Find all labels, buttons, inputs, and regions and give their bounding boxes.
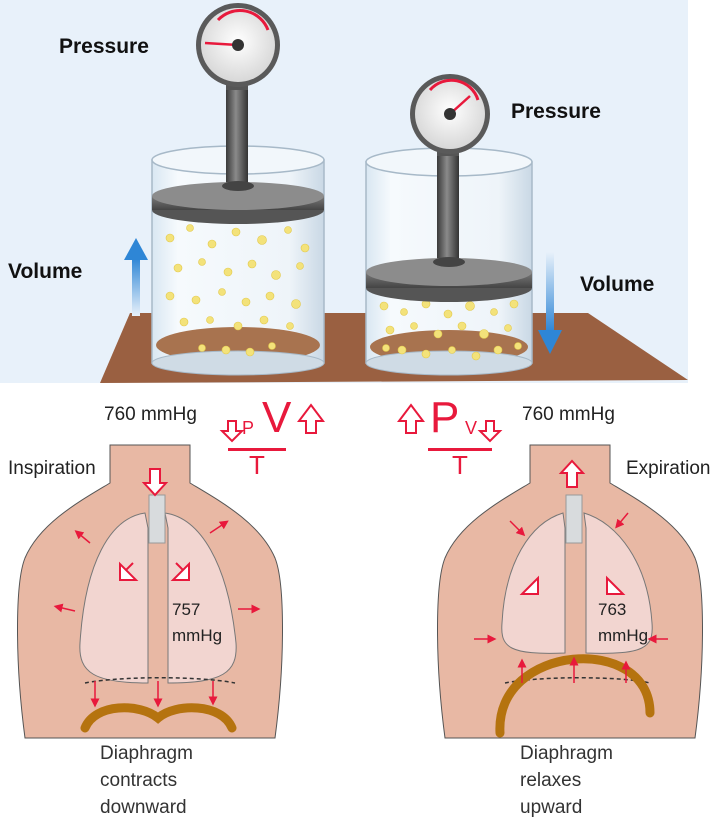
left-gas-particles (165, 224, 310, 357)
expiration-trachea (565, 494, 583, 544)
formula-insp-fraction-line (228, 448, 286, 451)
piston-diagram (100, 3, 688, 383)
expiration-left-bronchus-arrow-icon (519, 575, 539, 595)
inspiration-right-lung (164, 512, 237, 684)
formula-insp-v-up-arrow-icon (297, 403, 325, 434)
caption-line: Diaphragm (100, 743, 193, 764)
inspiration-lung-pressure-value: 757 (172, 600, 201, 619)
left-piston (152, 85, 324, 224)
formula-exp-p-up-arrow-icon (397, 403, 425, 434)
right-volume-label: Volume (580, 273, 655, 296)
caption-line: downward (100, 797, 187, 818)
expiration-diaphragm-caption: Diaphragm relaxes upward (520, 740, 613, 821)
caption-line: relaxes (520, 770, 582, 791)
expiration-lung-pressure-value: 763 (598, 600, 627, 619)
inspiration-atmospheric-pressure: 760 mmHg (104, 404, 197, 425)
expiration-title: Expiration (626, 458, 711, 479)
formula-insp-big-v: V (262, 393, 292, 442)
inspiration-diaphragm-caption: Diaphragm contracts downward (100, 740, 193, 821)
formula-exp-denominator: T (452, 450, 468, 480)
expiration-outflow-arrow-icon (558, 459, 586, 488)
left-pressure-gauge-icon (196, 3, 280, 90)
inspiration-diaphragm-dashed (84, 677, 236, 684)
right-pressure-gauge-icon (410, 74, 490, 156)
inspiration-lung-pressure-unit: mmHg (172, 626, 223, 645)
lung-diagrams (17, 403, 703, 739)
expiration-right-lung (583, 512, 653, 654)
inspiration-right-bronchus-arrow-icon (170, 561, 190, 581)
caption-line: contracts (100, 770, 178, 791)
formula-insp-small-p: P (242, 418, 255, 438)
left-pressure-label: Pressure (59, 35, 149, 58)
inspiration-inflow-arrow-icon (141, 468, 169, 497)
right-pressure-label: Pressure (511, 100, 601, 123)
inspiration-title: Inspiration (8, 458, 96, 479)
expiration-atmospheric-pressure: 760 mmHg (522, 404, 615, 425)
inspiration-diaphragm (80, 703, 237, 733)
formula-exp-small-v: V (465, 418, 478, 438)
formula-insp-denominator: T (249, 450, 265, 480)
right-gas-particles (379, 299, 522, 361)
right-volume-down-arrow-icon (538, 252, 562, 354)
inspiration-trachea (148, 494, 166, 544)
formula-exp-v-down-arrow-icon (477, 420, 503, 443)
caption-line: Diaphragm (520, 743, 613, 764)
expiration-lung-pressure-unit: mmHg (598, 626, 649, 645)
caption-line: upward (520, 797, 583, 818)
expiration-torso (437, 444, 703, 739)
formula-insp-p-down-arrow-icon (219, 420, 245, 443)
right-piston (366, 140, 532, 302)
inspiration-left-lung (79, 512, 149, 684)
formula-exp-big-p: P (430, 393, 460, 442)
left-volume-label: Volume (8, 260, 83, 283)
inspiration-left-bronchus-arrow-icon (119, 561, 139, 581)
formula-exp-fraction-line (428, 448, 492, 451)
left-volume-up-arrow-icon (124, 238, 148, 316)
expiration-right-bronchus-arrow-icon (606, 575, 626, 595)
